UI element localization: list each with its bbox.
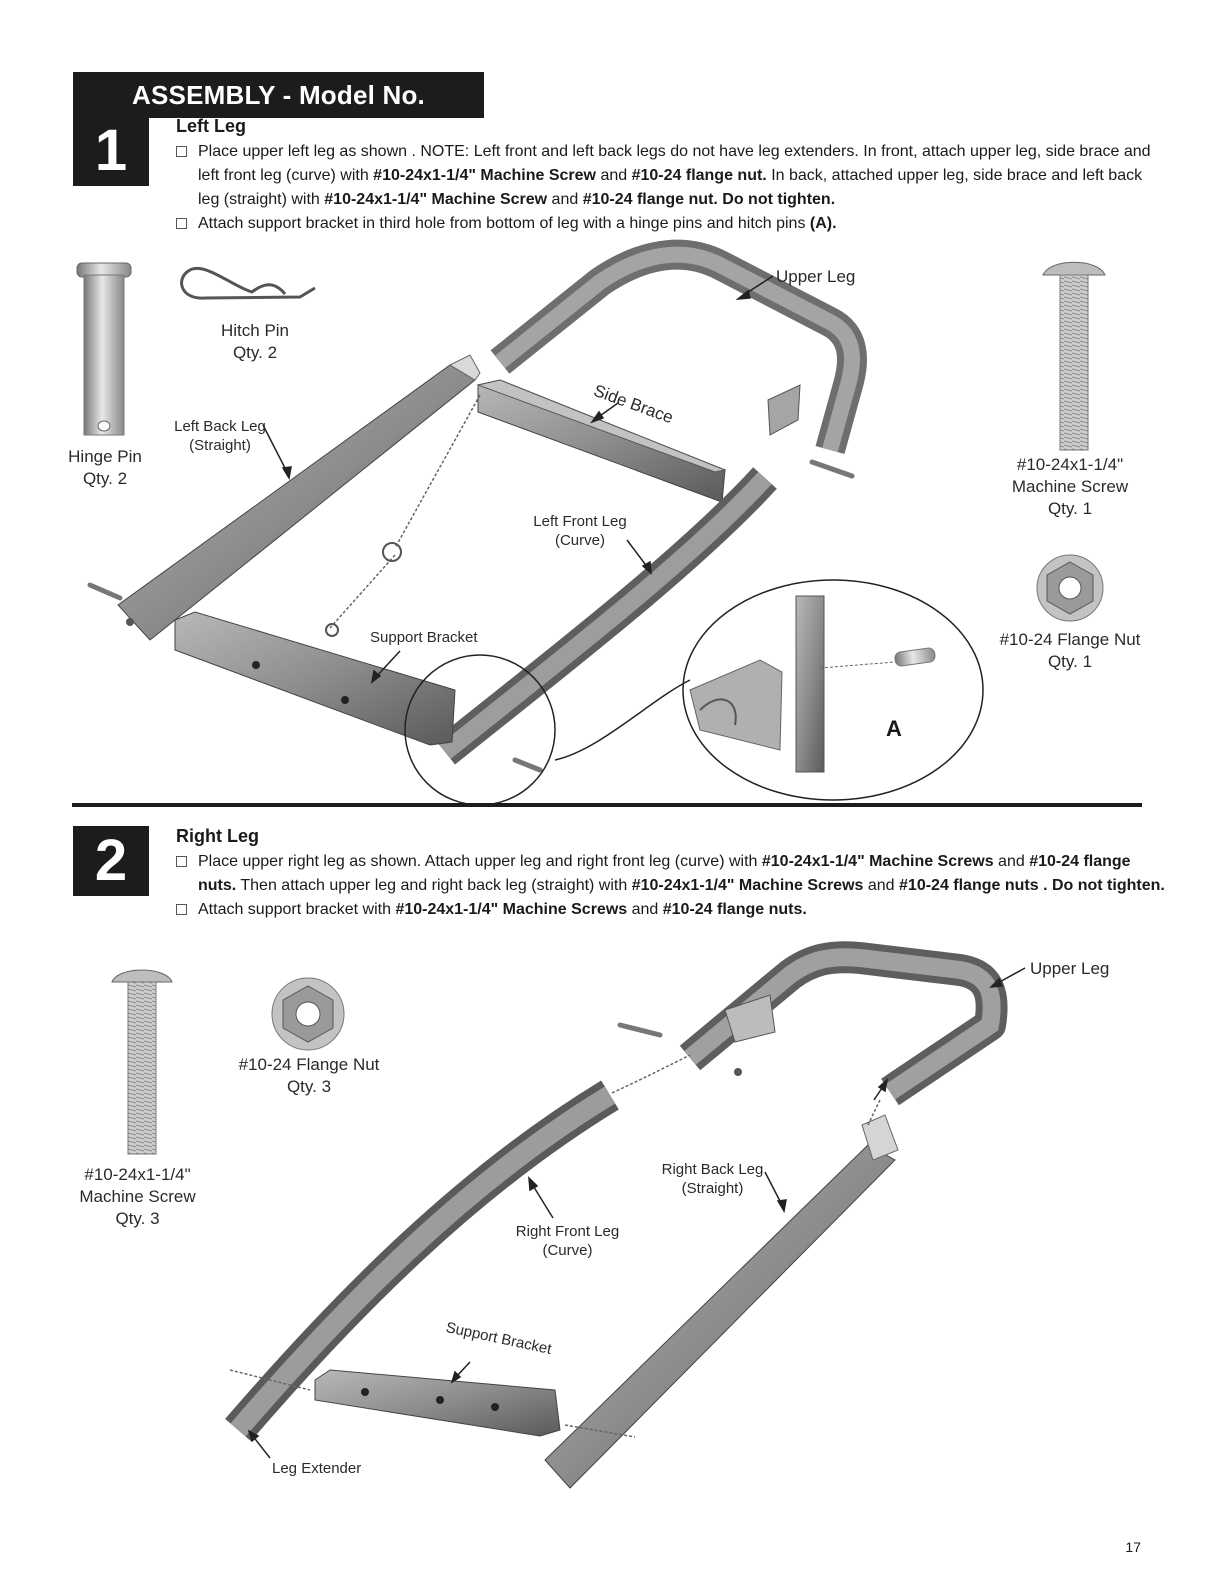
left-back-leg-label: Left Back Leg(Straight) — [174, 418, 266, 454]
upper-leg-part — [490, 239, 867, 455]
support-bracket-part — [174, 611, 456, 746]
side-brace-part — [476, 379, 801, 503]
upper-leg-label: Upper Leg — [776, 267, 856, 286]
step-2-instructions: Place upper right leg as shown. Attach u… — [176, 850, 1166, 922]
assembly-banner: ASSEMBLY - Model No. 463720109 — [73, 72, 484, 156]
checkbox-icon — [176, 856, 187, 867]
upper-leg-part — [679, 941, 1008, 1106]
machine-screw-icon — [1042, 261, 1106, 451]
section-divider — [72, 803, 1142, 807]
page-number: 17 — [1125, 1539, 1141, 1555]
checkbox-icon — [176, 218, 187, 229]
support-bracket-part — [314, 1369, 561, 1437]
step-2-bullet-1: Place upper right leg as shown. Attach u… — [176, 850, 1166, 898]
left-back-leg-part — [117, 354, 481, 641]
step-1-instructions: Place upper left leg as shown . NOTE: Le… — [176, 140, 1151, 236]
support-bracket-label: Support Bracket — [370, 629, 478, 646]
detail-a-magnifier — [404, 579, 984, 806]
step-1-bullet-1: Place upper left leg as shown . NOTE: Le… — [176, 140, 1151, 212]
step-2-title: Right Leg — [176, 826, 259, 846]
flange-nut-icon — [271, 977, 345, 1051]
right-back-leg-part — [544, 1114, 899, 1489]
step-1-title: Left Leg — [176, 116, 246, 136]
detail-a-label: A — [886, 716, 902, 741]
hinge-pin-icon — [76, 262, 132, 436]
step-2-badge: 2 — [73, 826, 149, 896]
step-1-badge: 1 — [73, 116, 149, 186]
right-front-leg-part — [225, 1080, 619, 1442]
flange-nut-icon — [1036, 554, 1104, 622]
machine-screw-icon — [111, 969, 173, 1155]
step-1-bullet-2: Attach support bracket in third hole fro… — [176, 212, 1151, 236]
right-back-leg-label: Right Back Leg(Straight) — [661, 1161, 764, 1197]
step-2-bullet-2: Attach support bracket with #10-24x1-1/4… — [176, 898, 1166, 922]
checkbox-icon — [176, 904, 187, 915]
left-front-leg-label: Left Front Leg(Curve) — [533, 513, 627, 549]
upper-leg-label: Upper Leg — [1030, 959, 1110, 978]
hitch-pin-icon — [180, 266, 316, 300]
leg-extender-label: Leg Extender — [272, 1460, 362, 1477]
checkbox-icon — [176, 146, 187, 157]
right-front-leg-label: Right Front Leg(Curve) — [515, 1223, 620, 1259]
left-front-leg-part — [435, 467, 777, 765]
